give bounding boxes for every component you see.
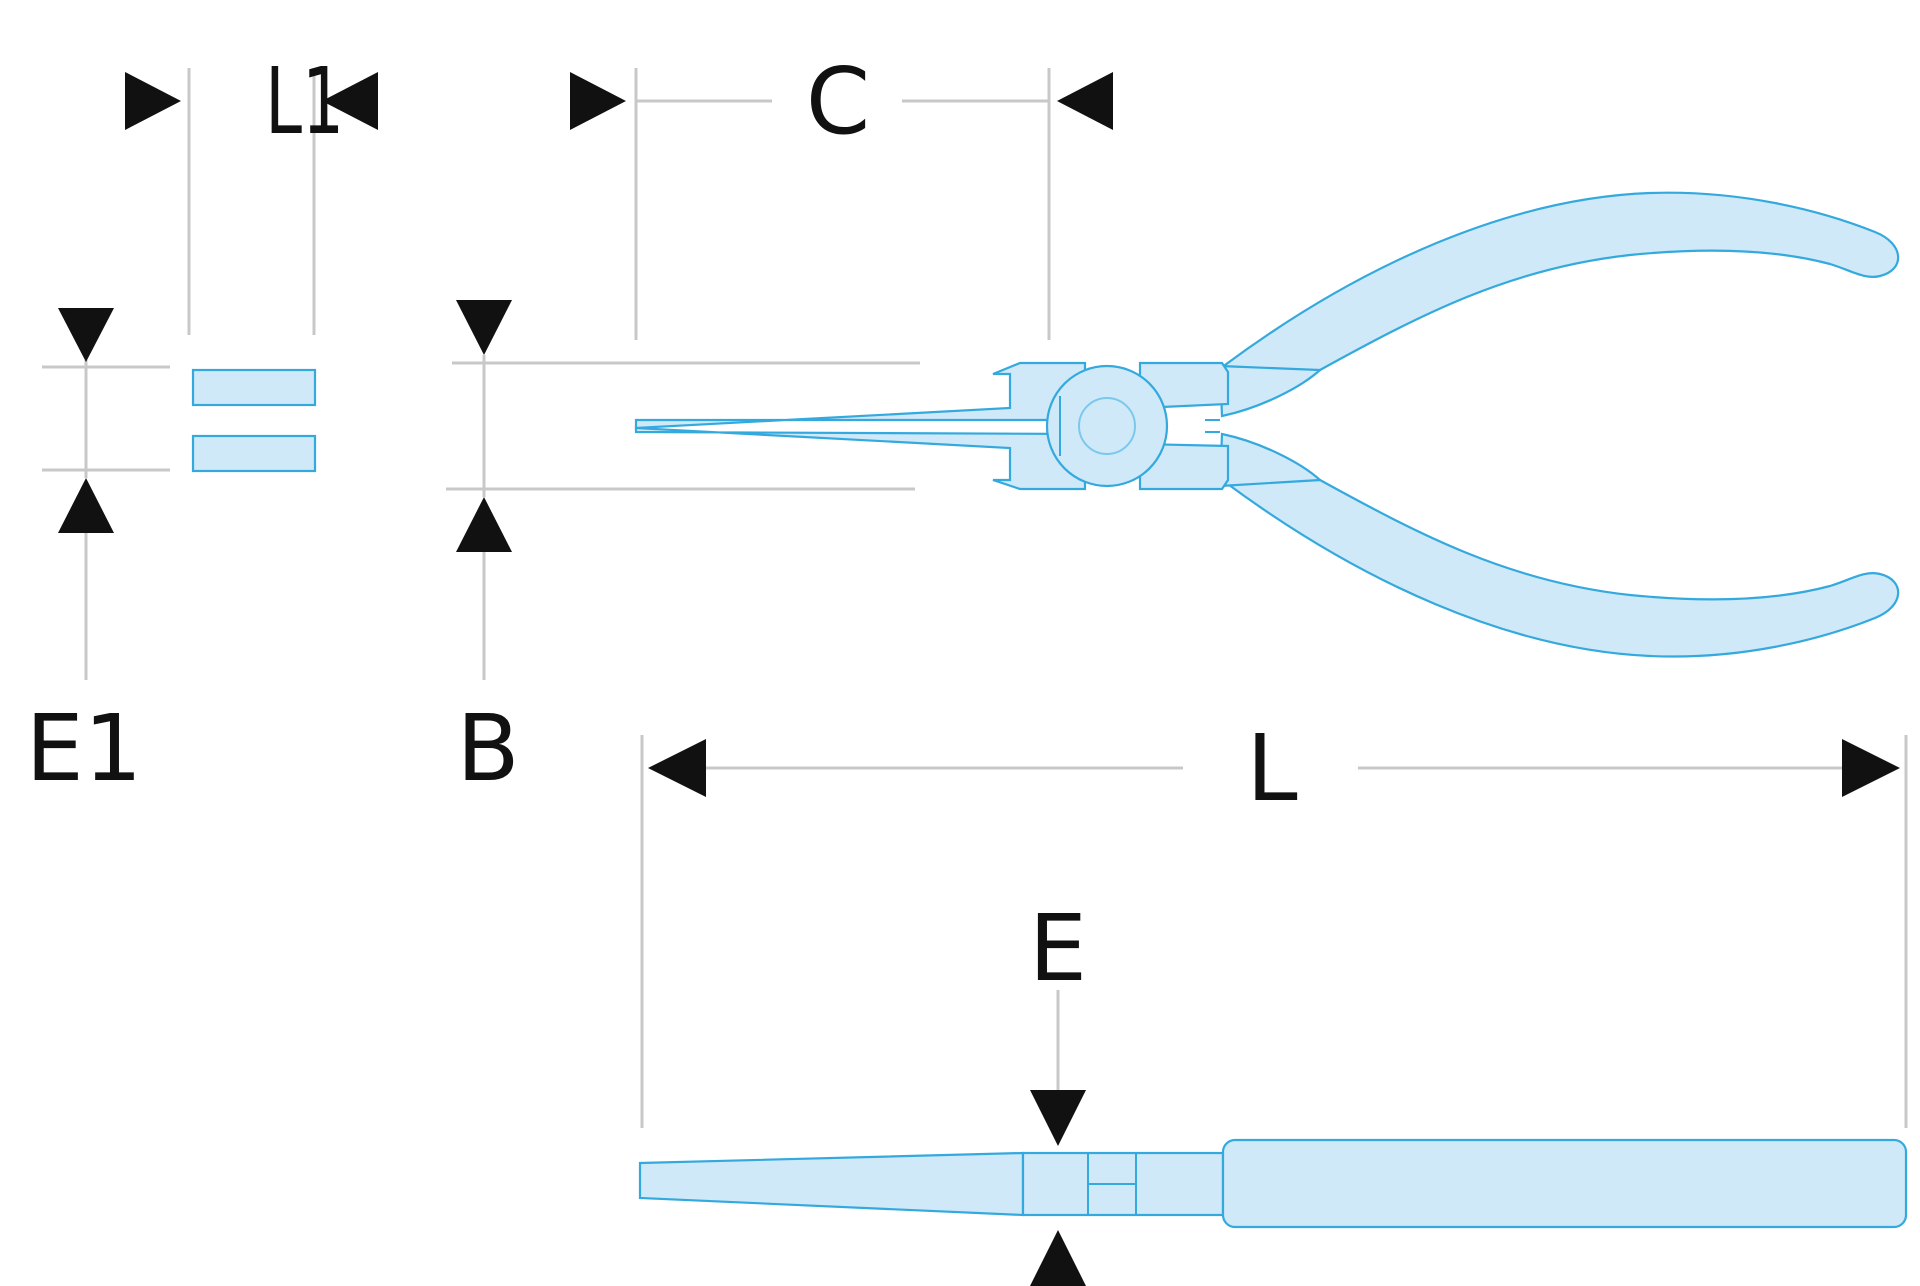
upper-handle-neck bbox=[1218, 364, 1323, 418]
pivot-rivet-icon bbox=[1078, 397, 1136, 455]
c-arrow-left-icon bbox=[1057, 72, 1113, 130]
dimension-c: C bbox=[570, 48, 1113, 340]
dimension-b: B bbox=[446, 300, 920, 802]
e-arrow-up-icon bbox=[1030, 1230, 1086, 1286]
e1-arrow-up-icon bbox=[58, 478, 114, 533]
pivot-joint bbox=[1045, 364, 1169, 488]
l-arrow-right-icon bbox=[1842, 739, 1900, 797]
e1-arrow-down-icon bbox=[58, 308, 114, 362]
l-arrow-left-icon bbox=[648, 739, 706, 797]
e-arrow-down-icon bbox=[1030, 1090, 1086, 1146]
l1-arrow-left-icon bbox=[322, 72, 378, 130]
jaw-tip-cross-section bbox=[191, 368, 317, 473]
top-view-jaw bbox=[638, 1151, 1025, 1217]
b-arrow-down-icon bbox=[456, 300, 512, 355]
label-b: B bbox=[456, 695, 519, 802]
lower-jaw-section bbox=[191, 434, 317, 473]
dimension-l1: L1 bbox=[125, 48, 378, 335]
c-arrow-right-icon bbox=[570, 72, 626, 130]
lower-handle-neck bbox=[1218, 432, 1323, 488]
lower-handle bbox=[1223, 476, 1900, 658]
top-view-handle bbox=[1221, 1138, 1908, 1229]
l1-arrow-right-icon bbox=[125, 72, 181, 130]
dimension-l: L bbox=[640, 715, 1908, 1128]
upper-jaw-section bbox=[191, 368, 317, 407]
label-c: C bbox=[806, 48, 870, 155]
pliers-side-view bbox=[634, 191, 1900, 658]
upper-handle bbox=[1223, 191, 1900, 374]
b-arrow-up-icon bbox=[456, 497, 512, 552]
label-l: L bbox=[1246, 715, 1297, 822]
upper-jaw bbox=[634, 361, 1087, 430]
label-e: E bbox=[1029, 895, 1087, 1002]
pliers-top-view bbox=[638, 1138, 1908, 1229]
dimension-e1: E1 bbox=[26, 308, 170, 802]
lower-jaw bbox=[634, 426, 1087, 491]
label-l1: L1 bbox=[265, 48, 344, 155]
label-e1: E1 bbox=[26, 695, 143, 802]
dimension-e: E bbox=[1029, 895, 1087, 1286]
